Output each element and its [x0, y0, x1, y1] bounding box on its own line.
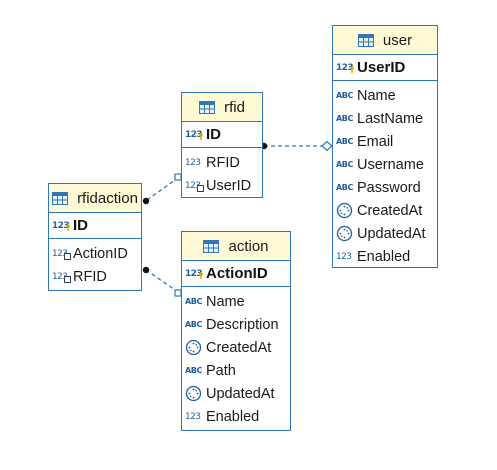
- primary-key-number-icon: 123: [185, 129, 203, 140]
- attr-label: ActionID: [73, 245, 128, 262]
- attr-label: Username: [357, 156, 424, 173]
- rel-rfidaction-rfid-start: [142, 197, 150, 205]
- primary-key-number-icon: 123: [185, 268, 203, 279]
- attr-row[interactable]: CreatedAt: [182, 336, 290, 359]
- number-type-icon: 123: [185, 157, 201, 168]
- number-type-icon: 123: [336, 251, 352, 262]
- table-rfidaction-pk[interactable]: 123 ID: [49, 213, 141, 239]
- foreign-key-icon: [197, 184, 204, 192]
- text-type-icon: ABC: [185, 366, 202, 375]
- table-user-header[interactable]: user: [333, 26, 437, 55]
- attr-row[interactable]: 123 RFID: [49, 265, 141, 288]
- attr-row[interactable]: ABC Password: [333, 176, 437, 199]
- number-type-icon: 123: [185, 411, 201, 422]
- table-rfid-title: rfid: [224, 98, 245, 116]
- attr-label: Name: [357, 87, 396, 104]
- attr-label: Enabled: [206, 408, 260, 425]
- table-action-pk[interactable]: 123 ActionID: [182, 261, 290, 287]
- table-action-title: action: [228, 237, 269, 255]
- pk-label: UserID: [357, 59, 406, 76]
- text-type-icon: ABC: [336, 137, 353, 146]
- key-icon: [199, 132, 203, 140]
- table-rfid-pk[interactable]: 123 ID: [182, 122, 262, 148]
- text-type-icon: ABC: [336, 183, 353, 192]
- table-icon: [357, 33, 374, 47]
- text-type-icon: ABC: [336, 91, 353, 100]
- attr-label: Description: [206, 316, 279, 333]
- key-icon: [66, 223, 70, 231]
- attr-label: LastName: [357, 110, 424, 127]
- attr-label: UserID: [206, 177, 252, 194]
- attr-row[interactable]: UpdatedAt: [182, 382, 290, 405]
- table-rfidaction-header[interactable]: rfidaction: [49, 184, 141, 213]
- attr-row[interactable]: ABC Username: [333, 153, 437, 176]
- text-type-icon: ABC: [185, 320, 202, 329]
- table-user[interactable]: user 123 UserID ABC Name ABC LastName ABC E…: [332, 25, 438, 268]
- rel-rfidaction-action-start: [142, 266, 150, 274]
- text-type-icon: ABC: [185, 297, 202, 306]
- table-icon: [52, 191, 69, 205]
- attr-row[interactable]: 123 Enabled: [333, 245, 437, 268]
- key-icon: [350, 65, 354, 73]
- attr-label: Path: [206, 362, 236, 379]
- attr-row[interactable]: ABC Email: [333, 130, 437, 153]
- primary-key-number-icon: 123: [52, 220, 70, 231]
- foreign-key-number-icon: 123: [52, 272, 71, 283]
- attr-label: CreatedAt: [206, 339, 272, 356]
- datetime-icon: [336, 225, 353, 242]
- foreign-key-icon: [64, 252, 71, 260]
- text-type-icon: ABC: [336, 114, 353, 123]
- rel-rfidaction-rfid: [142, 173, 182, 205]
- primary-key-number-icon: 123: [336, 62, 354, 73]
- attr-label: CreatedAt: [357, 202, 423, 219]
- attr-row[interactable]: ABC Path: [182, 359, 290, 382]
- table-rfidaction[interactable]: rfidaction 123 ID 123 ActionID 123 RFID: [48, 183, 142, 291]
- table-rfid-header[interactable]: rfid: [182, 93, 262, 122]
- attr-label: RFID: [73, 268, 107, 285]
- attr-row[interactable]: ABC Name: [182, 290, 290, 313]
- attr-label: UpdatedAt: [357, 225, 426, 242]
- attr-label: Password: [357, 179, 421, 196]
- table-user-pk[interactable]: 123 UserID: [333, 55, 437, 81]
- table-action[interactable]: action 123 ActionID ABC Name ABC Descripti…: [181, 231, 291, 431]
- table-rfidaction-title: rfidaction: [77, 189, 138, 207]
- pk-label: ID: [73, 217, 88, 234]
- attr-row[interactable]: 123 Enabled: [182, 405, 290, 428]
- attr-row[interactable]: UpdatedAt: [333, 222, 437, 245]
- attr-row[interactable]: ABC LastName: [333, 107, 437, 130]
- text-type-icon: ABC: [336, 160, 353, 169]
- datetime-icon: [185, 385, 202, 402]
- attr-label: RFID: [206, 154, 240, 171]
- table-action-header[interactable]: action: [182, 232, 290, 261]
- table-icon: [203, 239, 220, 253]
- attr-row[interactable]: 123 UserID: [182, 174, 262, 197]
- foreign-key-number-icon: 123: [185, 181, 204, 192]
- attr-row[interactable]: ABC Name: [333, 84, 437, 107]
- rel-rfidaction-action: [142, 266, 182, 297]
- datetime-icon: [185, 339, 202, 356]
- attr-row[interactable]: ABC Description: [182, 313, 290, 336]
- table-user-title: user: [382, 31, 413, 49]
- attr-label: Enabled: [357, 248, 411, 265]
- foreign-key-number-icon: 123: [52, 249, 71, 260]
- pk-label: ID: [206, 126, 221, 143]
- table-icon: [199, 100, 216, 114]
- attr-row[interactable]: CreatedAt: [333, 199, 437, 222]
- attr-label: Email: [357, 133, 394, 150]
- foreign-key-icon: [64, 275, 71, 283]
- rel-rfid-user-end: [321, 140, 333, 152]
- key-icon: [199, 271, 203, 279]
- pk-label: ActionID: [206, 265, 268, 282]
- rel-rfid-user: [260, 140, 333, 152]
- attr-row[interactable]: 123 RFID: [182, 151, 262, 174]
- attr-row[interactable]: 123 ActionID: [49, 242, 141, 265]
- datetime-icon: [336, 202, 353, 219]
- attr-label: Name: [206, 293, 245, 310]
- attr-label: UpdatedAt: [206, 385, 275, 402]
